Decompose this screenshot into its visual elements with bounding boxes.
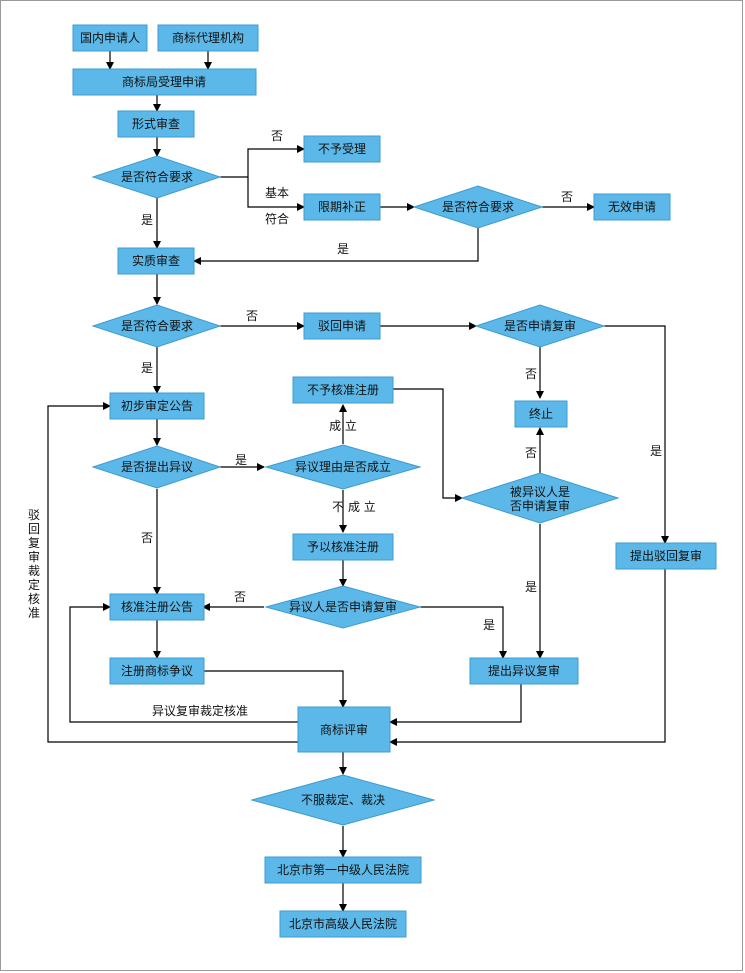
nodes: 国内申请人 商标代理机构 商标局受理申请 形式审查 是否符合要求 不予受理 限期… <box>72 24 717 938</box>
edge-label-reject-review-approve: 驳回复审裁定核准 <box>28 508 41 620</box>
node-approve-reg <box>292 533 394 561</box>
node-prelim-announce <box>109 392 205 420</box>
node-not-approve-reg <box>292 376 394 404</box>
node-meets-req-3 <box>91 304 222 348</box>
node-disagree-ruling-label: 不服裁定、裁决 <box>301 792 385 807</box>
node-office-accept-label: 商标局受理申请 <box>122 74 206 89</box>
edge-label-not-established: 不 成 立 <box>332 499 376 514</box>
edge-label-no-3: 否 <box>246 309 258 323</box>
node-tm-review-board-label: 商标评审 <box>320 722 368 737</box>
edge-notapprove-opposedreview <box>393 388 463 502</box>
node-opposition-valid <box>264 444 422 490</box>
edge-applyreview-filereview <box>604 325 669 544</box>
node-domestic-applicant-label: 国内申请人 <box>80 31 140 45</box>
node-deadline-fix-label: 限期补正 <box>318 200 366 214</box>
node-substantive-exam <box>117 247 195 275</box>
edge-filereject-review <box>389 569 666 746</box>
node-approve-reg-label: 予以核准注册 <box>307 539 379 554</box>
node-reg-dispute-label: 注册商标争议 <box>121 663 193 678</box>
node-disagree-ruling <box>250 774 436 826</box>
node-court-high <box>279 910 407 938</box>
node-substantive-exam-label: 实质审查 <box>132 253 180 268</box>
node-opposition-q <box>91 445 222 489</box>
node-terminate-label: 终止 <box>529 406 553 421</box>
edges <box>47 51 669 912</box>
node-opposed-review <box>460 472 620 524</box>
node-meets-req-2-label: 是否符合要求 <box>442 199 514 214</box>
node-office-accept <box>72 68 257 96</box>
node-meets-req-2 <box>412 185 544 229</box>
node-reject-app <box>303 312 381 340</box>
edge-label-no-7: 否 <box>234 590 246 604</box>
node-not-approve-reg-label: 不予核准注册 <box>307 382 379 397</box>
edge-label-yes-1: 是 <box>141 213 153 227</box>
edge-label-no-4: 否 <box>525 367 537 381</box>
node-apply-review <box>474 304 606 348</box>
node-file-opp-review-label: 提出异议复审 <box>488 663 560 678</box>
edge-label-opp-review-approve: 异议复审裁定核准 <box>152 703 248 718</box>
node-court-high-label: 北京市高级人民法院 <box>289 916 397 931</box>
node-not-accepted <box>303 135 381 163</box>
node-meets-req-1 <box>91 155 222 199</box>
node-deadline-fix <box>303 193 381 221</box>
node-apply-review-label: 是否申请复审 <box>504 318 576 333</box>
node-opposition-valid-label: 异议理由是否成立 <box>295 459 391 474</box>
edge-d1-deadlinefix <box>247 177 305 211</box>
node-opposed-review-label-line2: 否申请复审 <box>510 498 570 513</box>
edge-dispute-review <box>203 670 347 708</box>
node-terminate <box>514 400 568 428</box>
node-reject-app-label: 驳回申请 <box>318 319 366 333</box>
node-formal-exam-label: 形式审查 <box>132 116 180 131</box>
edge-d1-notaccepted <box>220 145 305 178</box>
node-file-reject-review-label: 提出驳回复审 <box>630 548 702 563</box>
edge-label-established: 成 立 <box>329 418 357 433</box>
edge-label-yes-2: 是 <box>337 242 349 256</box>
node-court-1 <box>264 856 422 884</box>
node-domestic-applicant <box>72 24 148 52</box>
edge-label-no-5: 否 <box>525 446 537 460</box>
node-meets-req-1-label: 是否符合要求 <box>121 169 193 184</box>
edge-label-basic-2: 符合 <box>265 211 289 226</box>
edge-label-yes-5: 是 <box>235 453 247 467</box>
edge-fileopp-review <box>389 684 522 726</box>
node-opponent-review <box>264 585 422 629</box>
node-approve-announce <box>109 593 205 621</box>
node-file-opp-review <box>469 657 579 685</box>
node-meets-req-3-label: 是否符合要求 <box>121 318 193 333</box>
node-reg-dispute <box>109 657 205 685</box>
edge-label-yes-4: 是 <box>650 444 662 458</box>
edge-label-no-6: 否 <box>141 531 153 545</box>
edge-review-announce <box>69 603 298 723</box>
edge-label-yes-7: 是 <box>483 618 495 632</box>
node-opposed-review-label: 被异议人是 <box>510 485 570 499</box>
node-agency-label: 商标代理机构 <box>172 30 244 45</box>
node-opponent-review-label: 异议人是否申请复审 <box>289 599 397 614</box>
node-agency <box>157 24 259 52</box>
node-not-accepted-label: 不予受理 <box>318 142 366 156</box>
node-formal-exam <box>117 110 195 138</box>
edge-review-prelim <box>47 402 298 743</box>
node-tm-review-board <box>297 706 391 753</box>
edge-opponentreview-fileopp <box>420 606 507 659</box>
edge-labels: 否 基本 符合 是 否 是 否 是 否 是 是 成 立 不 成 立 否 否 是 … <box>141 129 662 718</box>
edge-label-no-1: 否 <box>271 129 283 143</box>
node-court-1-label: 北京市第一中级人民法院 <box>277 862 409 877</box>
edge-label-yes-6: 是 <box>525 580 537 594</box>
edge-label-yes-3: 是 <box>141 361 153 375</box>
node-invalid-app <box>593 193 671 221</box>
node-prelim-announce-label: 初步审定公告 <box>121 398 193 413</box>
node-opposition-q-label: 是否提出异议 <box>121 459 193 474</box>
node-approve-announce-label: 核准注册公告 <box>121 599 193 614</box>
node-invalid-app-label: 无效申请 <box>608 199 656 214</box>
edge-d2-substantive <box>193 228 479 265</box>
edge-label-no-2: 否 <box>561 190 573 204</box>
edge-label-basic-1: 基本 <box>265 186 289 200</box>
node-file-reject-review <box>615 542 717 570</box>
